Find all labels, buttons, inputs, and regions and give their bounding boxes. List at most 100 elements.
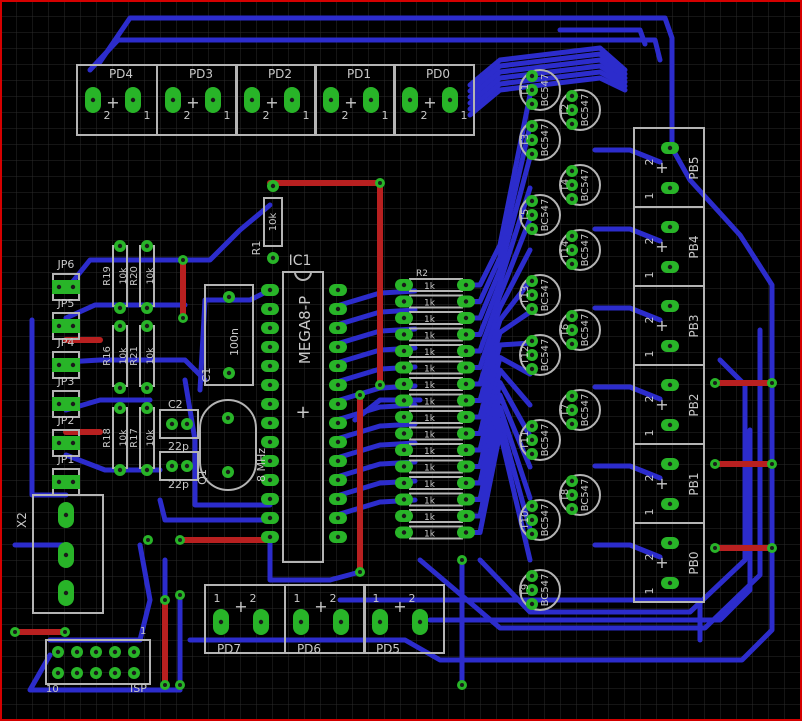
ic-name-label: IC1 [289, 253, 312, 269]
pull-resistor-name-label: R19 [102, 266, 113, 286]
trace-collector-top [467, 75, 628, 118]
transistor-value-label: BC547 [540, 424, 551, 457]
ic-pin-pad [329, 341, 347, 353]
resistor-pad [114, 402, 126, 414]
transistor-pad [566, 475, 578, 487]
base-resistor-value-label: 1k [424, 464, 436, 474]
transistor-outline [519, 569, 561, 611]
transistor-value-label: BC547 [580, 394, 591, 427]
jumper-pad [66, 319, 80, 333]
connector-pad [85, 87, 101, 113]
via [178, 313, 188, 323]
resistor-pad [395, 361, 413, 374]
transistor-name-label: T9 [520, 584, 531, 597]
isp-outline [45, 639, 151, 685]
isp-pad [52, 667, 64, 679]
crystal-value-label: 8 MHz [255, 448, 268, 482]
pull-resistor-value-label: 10k [119, 347, 129, 364]
connector-name-label: PD4 [109, 67, 133, 81]
trace-jp3-net [63, 357, 208, 383]
base-resistor-value-label: 1k [424, 332, 436, 342]
c1-name-label: C1 [200, 368, 213, 383]
connector-name-label: PB5 [687, 156, 701, 179]
transistor-pad [526, 120, 538, 132]
ic-pin-pad [329, 379, 347, 391]
ic-pin-pad [261, 417, 279, 429]
connector-plus-mark: + [655, 553, 668, 572]
transistor-pad [566, 404, 578, 416]
transistor-name-label: T2 [560, 104, 571, 117]
ic-pin-pad [261, 360, 279, 372]
transistor-value-label: BC547 [540, 339, 551, 372]
connector-pad [661, 300, 679, 312]
connector-pad [333, 609, 349, 635]
via [767, 543, 777, 553]
jumper-pad [66, 436, 80, 450]
via [375, 178, 385, 188]
transistor-pad [526, 363, 538, 375]
resistor-pad [457, 312, 475, 324]
transistor-pad [566, 244, 578, 256]
connector-pin-label: 2 [643, 475, 656, 482]
via [175, 590, 185, 600]
isp-pin-label: 10 [46, 684, 59, 695]
ic-value-label: MEGA8-P [296, 296, 314, 364]
transistor-pad [526, 195, 538, 207]
connector-plus-mark: + [344, 93, 357, 112]
connector-pad [125, 87, 141, 113]
resistor-pad [395, 312, 413, 324]
connector-name-label: PD2 [268, 67, 292, 81]
via [160, 680, 170, 690]
transistor-outline [519, 119, 561, 161]
transistor-pad [526, 275, 538, 287]
isp-pad [128, 646, 140, 658]
connector-pin-label: 1 [643, 430, 656, 437]
transistor-pad [526, 98, 538, 110]
via [175, 680, 185, 690]
transistor-pad [566, 489, 578, 501]
base-resistor-value-label: 1k [424, 398, 436, 408]
transistor-value-label: BC547 [540, 504, 551, 537]
transistor-value-label: BC547 [540, 199, 551, 232]
trace-jp6-net [63, 202, 273, 293]
transistor-pad [566, 324, 578, 336]
connector-plus-mark: + [314, 597, 327, 616]
connector-pad [253, 609, 269, 635]
ic-pin-pad [261, 341, 279, 353]
connector-pin-label: 1 [461, 109, 468, 122]
connector-pad [372, 609, 388, 635]
x2-pad [58, 580, 74, 606]
jumper-name-label: JP3 [57, 375, 75, 388]
jumper-name-label: JP2 [57, 414, 75, 427]
connector-plus-mark: + [423, 93, 436, 112]
connector-plus-mark: + [265, 93, 278, 112]
base-resistor-value-label: 1k [424, 497, 436, 507]
crystal-outline [199, 399, 257, 491]
trace-ic-to-res [337, 440, 418, 460]
resistor-pad [395, 295, 413, 308]
pull-resistor-value-label: 10k [119, 429, 129, 446]
connector-pin-label: 1 [303, 109, 310, 122]
jumper-pad [52, 280, 66, 294]
ic-pin-pad [261, 512, 279, 524]
resistor-pad [457, 477, 475, 489]
pull-resistor-value-label: 10k [146, 347, 156, 364]
c3-value-label: 22p [168, 478, 189, 491]
transistor-pad [566, 390, 578, 402]
transistor-pad [566, 179, 578, 191]
connector-pin-label: 2 [421, 109, 428, 122]
resistor-pad [457, 460, 475, 473]
resistor-pad [395, 526, 413, 539]
connector-pad [402, 87, 418, 113]
r1-outline [263, 197, 283, 247]
connector-pad [213, 609, 229, 635]
transistor-value-label: BC547 [580, 169, 591, 202]
cap-pad [223, 367, 235, 379]
resistor-pad [457, 444, 475, 456]
resistor-pad [395, 493, 413, 506]
connector-pad [661, 182, 679, 194]
trace-top-short [557, 27, 648, 47]
jumper-pad [52, 358, 66, 372]
via [60, 627, 70, 637]
